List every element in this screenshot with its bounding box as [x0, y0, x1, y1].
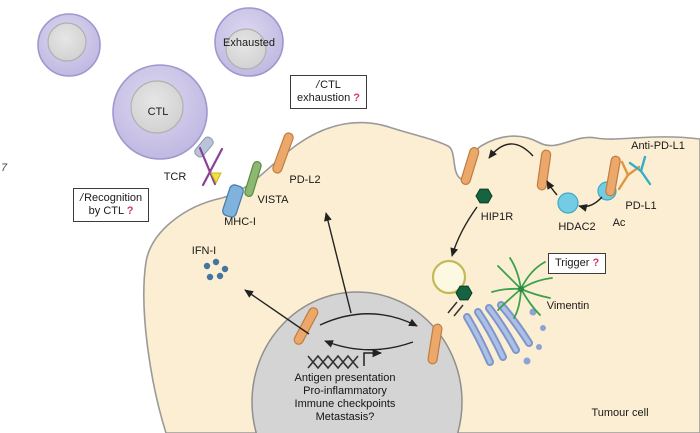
tcr-chains: [198, 146, 224, 187]
outcome-line: Metastasis?: [315, 411, 375, 423]
question-mark: ?: [592, 257, 600, 269]
hip1r-protein: [475, 188, 493, 204]
exhausted-cell-label: Exhausted: [223, 37, 275, 49]
mhc1-receptor: [222, 184, 244, 218]
question-mark: ?: [353, 92, 361, 104]
margin-note: 7: [1, 162, 8, 174]
anti-pdl1-label: Anti-PD-L1: [631, 140, 685, 152]
ctl-exhaustion-box: /CTL exhaustion ?: [290, 75, 368, 109]
outcome-line: Antigen presentation: [294, 372, 396, 384]
signal-arrows: [244, 143, 603, 351]
invagination-receptor: [460, 147, 480, 185]
arrow-to-ifn1: [244, 289, 310, 335]
pdl2-receptor: [272, 132, 294, 174]
arrow-hip1r-to-vesicle: [450, 206, 478, 257]
nuclear-receptor-right: [427, 323, 443, 365]
vimentin-filaments: [491, 257, 553, 319]
ifn1-label: IFN-I: [191, 245, 217, 257]
outcome-line: Pro-inflammatory: [303, 385, 387, 397]
arrow-ac-to-hdac2: [578, 196, 603, 212]
arrow-hdac2-to-receptor: [546, 180, 558, 196]
membrane-break-mark: [447, 301, 464, 317]
increase-slash: /: [80, 192, 84, 204]
membrane-receptor: [536, 149, 552, 191]
nuclear-receptor-left: [293, 307, 319, 345]
hip1r-label: HIP1R: [480, 211, 514, 223]
ac-label: Ac: [612, 217, 626, 229]
mhc1-label: MHC-I: [224, 216, 256, 228]
vista-label: VISTA: [257, 194, 289, 206]
arrow-nuclear-cycle-left: [324, 340, 414, 351]
arrow-to-membrane-receptors: [324, 212, 352, 314]
naive-ctl-cell: [37, 13, 101, 77]
vesicle-cargo-protein: [455, 285, 473, 301]
endocytic-vesicle: [431, 259, 467, 295]
tcr-stub: [194, 136, 214, 158]
anti-pdl1-antibody-teal: [628, 155, 652, 186]
ctl-cell-label: CTL: [147, 106, 169, 118]
exhausted-ctl-cell: [214, 7, 284, 77]
transcription-arrow: [363, 348, 382, 366]
golgi-apparatus: [463, 301, 546, 366]
trigger-box: Trigger ?: [548, 253, 607, 274]
antigen-peptide: [210, 172, 222, 185]
nuclear-outcomes-text: Antigen presentation Pro-inflammatory Im…: [295, 372, 396, 424]
arrow-nuclear-cycle-right: [319, 313, 418, 327]
hdac2-molecule: [557, 192, 579, 214]
pdl1-label: PD-L1: [625, 200, 657, 212]
recognition-box: /Recognition by CTL ?: [73, 188, 150, 222]
vista-receptor: [244, 161, 262, 197]
vimentin-label: Vimentin: [546, 300, 590, 312]
dna-strand: [307, 354, 359, 370]
tumour-cell-label: Tumour cell: [591, 407, 649, 419]
arrow-to-invagination: [488, 143, 534, 159]
hdac2-label: HDAC2: [558, 221, 596, 233]
tcr-label: TCR: [163, 171, 187, 183]
ctl-cell: [112, 64, 208, 160]
question-mark: ?: [126, 205, 134, 217]
increase-slash: /: [316, 79, 320, 91]
pdl2-label: PD-L2: [289, 174, 321, 186]
outcome-line: Immune checkpoints: [294, 398, 396, 410]
ifn1-dots: [203, 258, 229, 281]
pdl1-receptor: [605, 155, 621, 197]
